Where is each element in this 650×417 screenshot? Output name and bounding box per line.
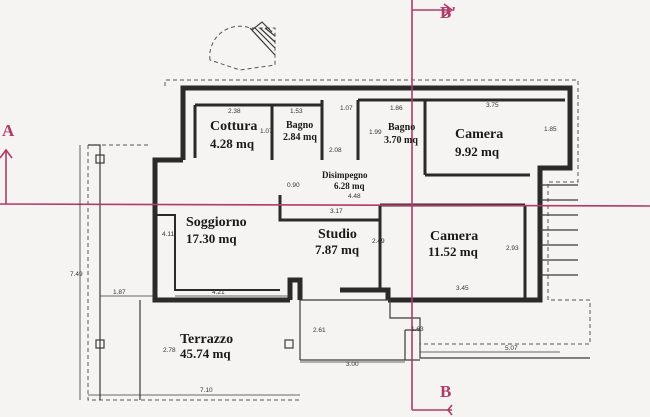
dim-label: 1.07 — [340, 105, 353, 112]
dim-label: 2.93 — [506, 245, 519, 252]
dim-label: 2.38 — [228, 108, 241, 115]
dim-label: 2.61 — [313, 327, 326, 334]
dim-label: 0.90 — [287, 182, 300, 189]
spiral-staircase — [209, 21, 276, 71]
side-stairs — [540, 184, 578, 276]
dim-label: 1.63 — [411, 326, 424, 333]
dim-label: 2.49 — [372, 238, 385, 245]
dim-label: 4.11 — [162, 231, 175, 238]
room-area-bagno-2: 3.70 mq — [384, 135, 418, 146]
dim-label: 1.53 — [290, 108, 303, 115]
dim-label: 4.48 — [348, 193, 361, 200]
room-name-studio: Studio — [318, 227, 357, 242]
section-label-b-bottom: B — [440, 382, 451, 401]
room-area-terrazzo: 45.74 mq — [180, 346, 231, 361]
room-area-camera-1: 9.92 mq — [455, 144, 500, 159]
dim-label: 5.07 — [505, 345, 518, 352]
dim-label: 1.99 — [369, 129, 382, 136]
exterior-walls — [152, 85, 573, 303]
section-label-a: A — [2, 121, 15, 140]
room-name-camera-2: Camera — [430, 229, 478, 244]
dim-label: 7.49 — [70, 271, 83, 278]
room-name-disimpegno: Disimpegno — [322, 170, 368, 180]
room-area-studio: 7.87 mq — [315, 242, 360, 257]
dim-label: 2.08 — [329, 147, 342, 154]
room-name-bagno-1: Bagno — [286, 120, 313, 131]
dim-label: 2.78 — [163, 347, 176, 354]
room-area-cottura: 4.28 mq — [210, 136, 255, 151]
interior-walls — [155, 98, 565, 300]
dimension-lines — [79, 145, 560, 400]
room-area-soggiorno: 17.30 mq — [186, 231, 237, 246]
room-area-camera-2: 11.52 mq — [428, 244, 479, 259]
room-area-disimpegno: 6.28 mq — [334, 181, 365, 191]
section-label-b-top: B' — [440, 3, 456, 22]
dim-label: 1.86 — [390, 105, 403, 112]
dim-label: 3.00 — [346, 361, 359, 368]
room-name-terrazzo: Terrazzo — [180, 332, 233, 347]
room-area-bagno-1: 2.84 mq — [283, 132, 317, 143]
dim-label: 1.85 — [544, 126, 557, 133]
room-name-camera-1: Camera — [455, 127, 503, 142]
dim-label: 1.87 — [113, 289, 126, 296]
dim-label: 3.17 — [330, 208, 343, 215]
room-name-bagno-2: Bagno — [388, 122, 415, 133]
terrace-steps — [299, 299, 421, 360]
dim-label: 7.10 — [200, 387, 213, 394]
room-name-soggiorno: Soggiorno — [186, 215, 247, 230]
dim-label: 3.75 — [486, 102, 499, 109]
terrace-left-edge — [88, 144, 294, 400]
room-name-cottura: Cottura — [210, 119, 257, 134]
dim-label: 4.21 — [212, 289, 225, 296]
dim-label: 3.45 — [456, 285, 469, 292]
dim-label: 1.07 — [260, 128, 273, 135]
